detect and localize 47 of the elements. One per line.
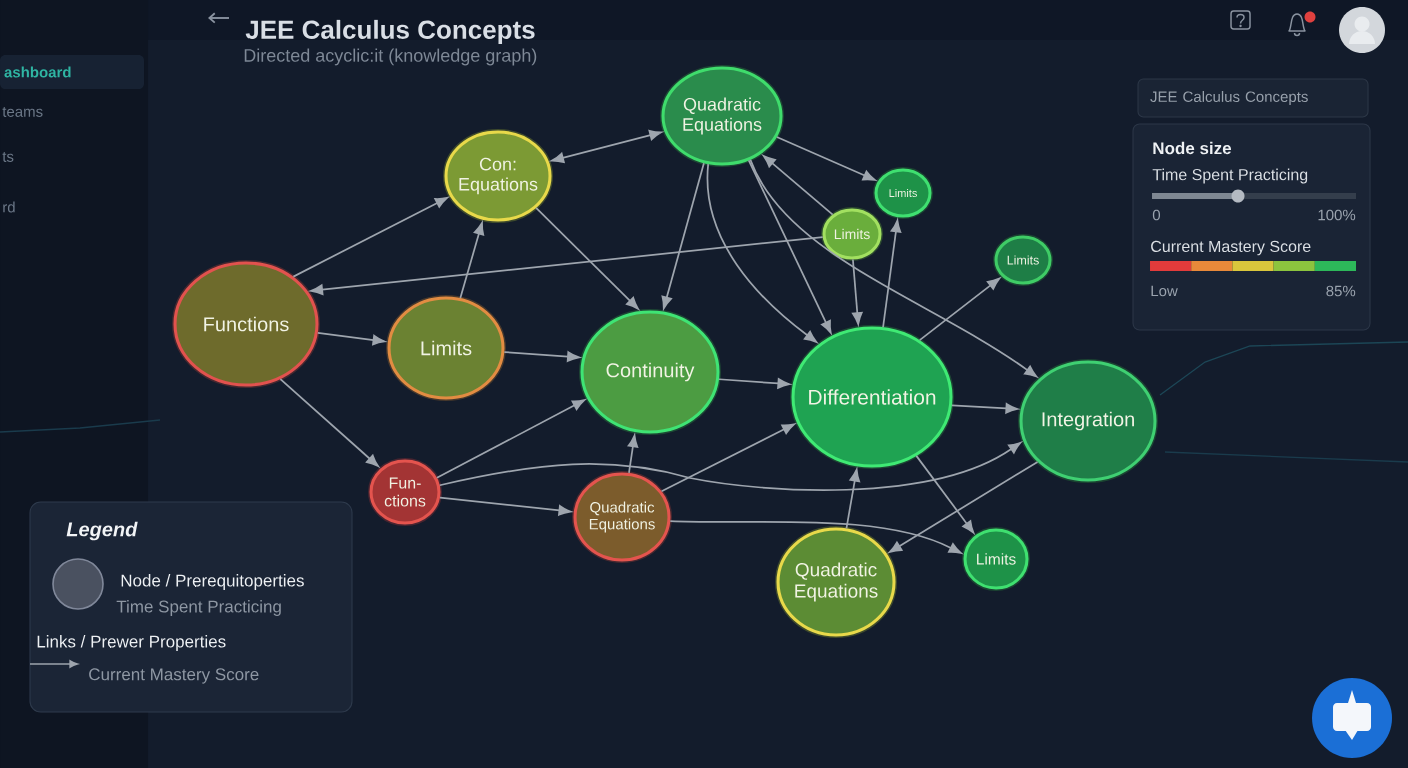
scale-value: Low: [1151, 285, 1178, 297]
arrow: [889, 461, 1039, 553]
legend-text: Time Spent Practicing: [116, 600, 281, 616]
panel-heading: Node size: [1153, 141, 1232, 155]
nav-item: ashboard: [0, 55, 144, 89]
arrow: [706, 163, 818, 343]
arrow: [627, 434, 639, 474]
arrow: [852, 258, 863, 325]
arrow: [438, 441, 1022, 491]
legend-text: Links / Prewer Properties: [37, 635, 226, 651]
legend-text: Current Mastery Score: [89, 668, 259, 684]
arrow: [845, 468, 861, 530]
scale-value: 0: [1152, 209, 1161, 221]
arrow: [436, 399, 586, 479]
arrow: [918, 277, 1001, 342]
double-arrow: [551, 129, 663, 163]
arrow: [661, 162, 705, 310]
arrow: [882, 219, 902, 328]
slider-label: Time Spent Practicing: [1152, 168, 1308, 184]
scale-value: 85%: [1326, 285, 1356, 297]
arrow: [915, 455, 975, 534]
arrow: [669, 520, 962, 554]
arrow: [951, 403, 1019, 414]
legend-text: Node / Prerequitoperties: [121, 574, 304, 590]
arrow: [718, 378, 791, 389]
scale-value: 100%: [1318, 209, 1356, 221]
arrow: [747, 159, 832, 334]
arrow: [535, 207, 639, 310]
arrow: [503, 351, 580, 362]
nav-item: ts: [2, 152, 14, 162]
arrow: [762, 155, 834, 216]
nav-item: rd: [3, 201, 15, 213]
arrow: [749, 158, 1038, 378]
subtitle: Directed acyclic:it (knowledge graph): [244, 48, 537, 66]
arrow: [310, 236, 824, 295]
arrow: [316, 331, 386, 346]
scale-label: Current Mastery Score: [1151, 240, 1311, 256]
arrow: [660, 423, 795, 493]
arrow: [292, 197, 448, 278]
arrow: [459, 222, 485, 299]
title: JEE Calculus Concepts: [245, 19, 535, 45]
dropdown: JEE Calculus Concepts: [1137, 78, 1369, 118]
arrow: [439, 496, 572, 516]
arrow: [279, 378, 379, 467]
arrow: [775, 136, 876, 181]
nav-item: teams: [2, 107, 43, 117]
legend-heading: Legend: [66, 521, 138, 541]
